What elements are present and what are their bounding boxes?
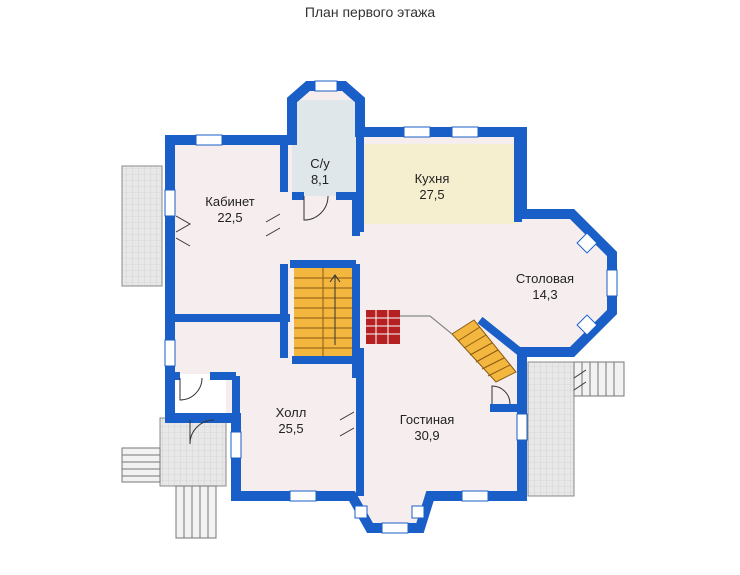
- floor-areas: [170, 86, 612, 528]
- interior-walls: [170, 132, 523, 496]
- room-bath-area: 8,1: [311, 172, 329, 187]
- windows: [164, 80, 618, 534]
- fireplace: [366, 310, 453, 344]
- east-terrace: [527, 361, 575, 497]
- staircase-living: [451, 319, 517, 383]
- room-kitchen-area: 27,5: [419, 187, 444, 202]
- room-living-area: 30,9: [414, 428, 439, 443]
- room-cabinet-name: Кабинет: [205, 194, 254, 209]
- staircase-center: [294, 268, 352, 356]
- room-bath-name: С/у: [310, 156, 330, 171]
- room-kitchen-name: Кухня: [415, 171, 450, 186]
- bath-floor: [292, 100, 358, 196]
- room-hall-area: 25,5: [278, 421, 303, 436]
- room-living-name: Гостиная: [400, 412, 455, 427]
- plan-title: План первого этажа: [304, 4, 436, 20]
- south-steps: [175, 485, 217, 539]
- room-dining-name: Столовая: [516, 271, 574, 286]
- east-steps: [573, 361, 625, 397]
- west-balcony: [121, 165, 163, 287]
- west-steps: [121, 447, 161, 483]
- room-cabinet-area: 22,5: [217, 210, 242, 225]
- room-hall-name: Холл: [276, 405, 307, 420]
- entrance-porch: [159, 417, 227, 487]
- doors: [175, 195, 587, 445]
- room-dining-area: 14,3: [532, 287, 557, 302]
- kitchen-floor: [364, 144, 518, 224]
- room-labels: Кабинет 22,5 С/у 8,1 Кухня 27,5 Столовая…: [205, 156, 574, 443]
